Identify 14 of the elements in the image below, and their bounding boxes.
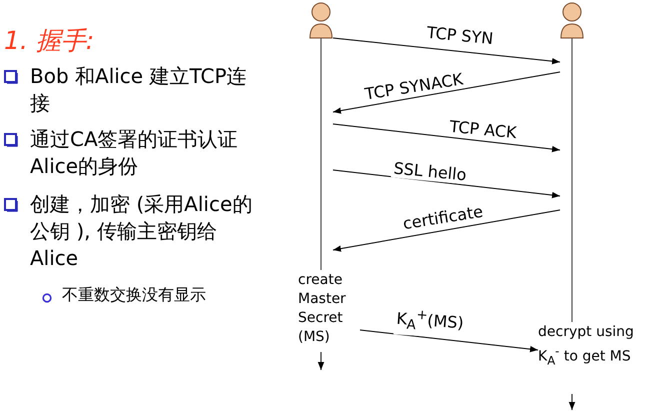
title: 1. 握手: — [4, 25, 94, 57]
arrow — [332, 38, 560, 64]
bullet-text: Bob 和Alice 建立TCP连接 — [30, 63, 248, 117]
arrow — [332, 72, 560, 114]
step-text: decrypt using K$_{A}$$^{-}$ to get MS — [538, 323, 644, 370]
sub-bullet-text: 不重数交换没有显示 — [62, 285, 207, 305]
arrow — [360, 330, 538, 352]
bullet-text: 通过CA签署的证书认证 Alice的身份 — [30, 126, 239, 180]
step-text: create Master Secret (MS) — [298, 271, 360, 347]
edge-label: SSL hello — [390, 159, 470, 185]
arrow — [332, 210, 560, 252]
bullet-text: 创建，加密 (采用Alice的公钥 ), 传输主密钥给Alice — [30, 191, 254, 272]
arrow — [332, 124, 560, 152]
arrow — [332, 170, 560, 198]
